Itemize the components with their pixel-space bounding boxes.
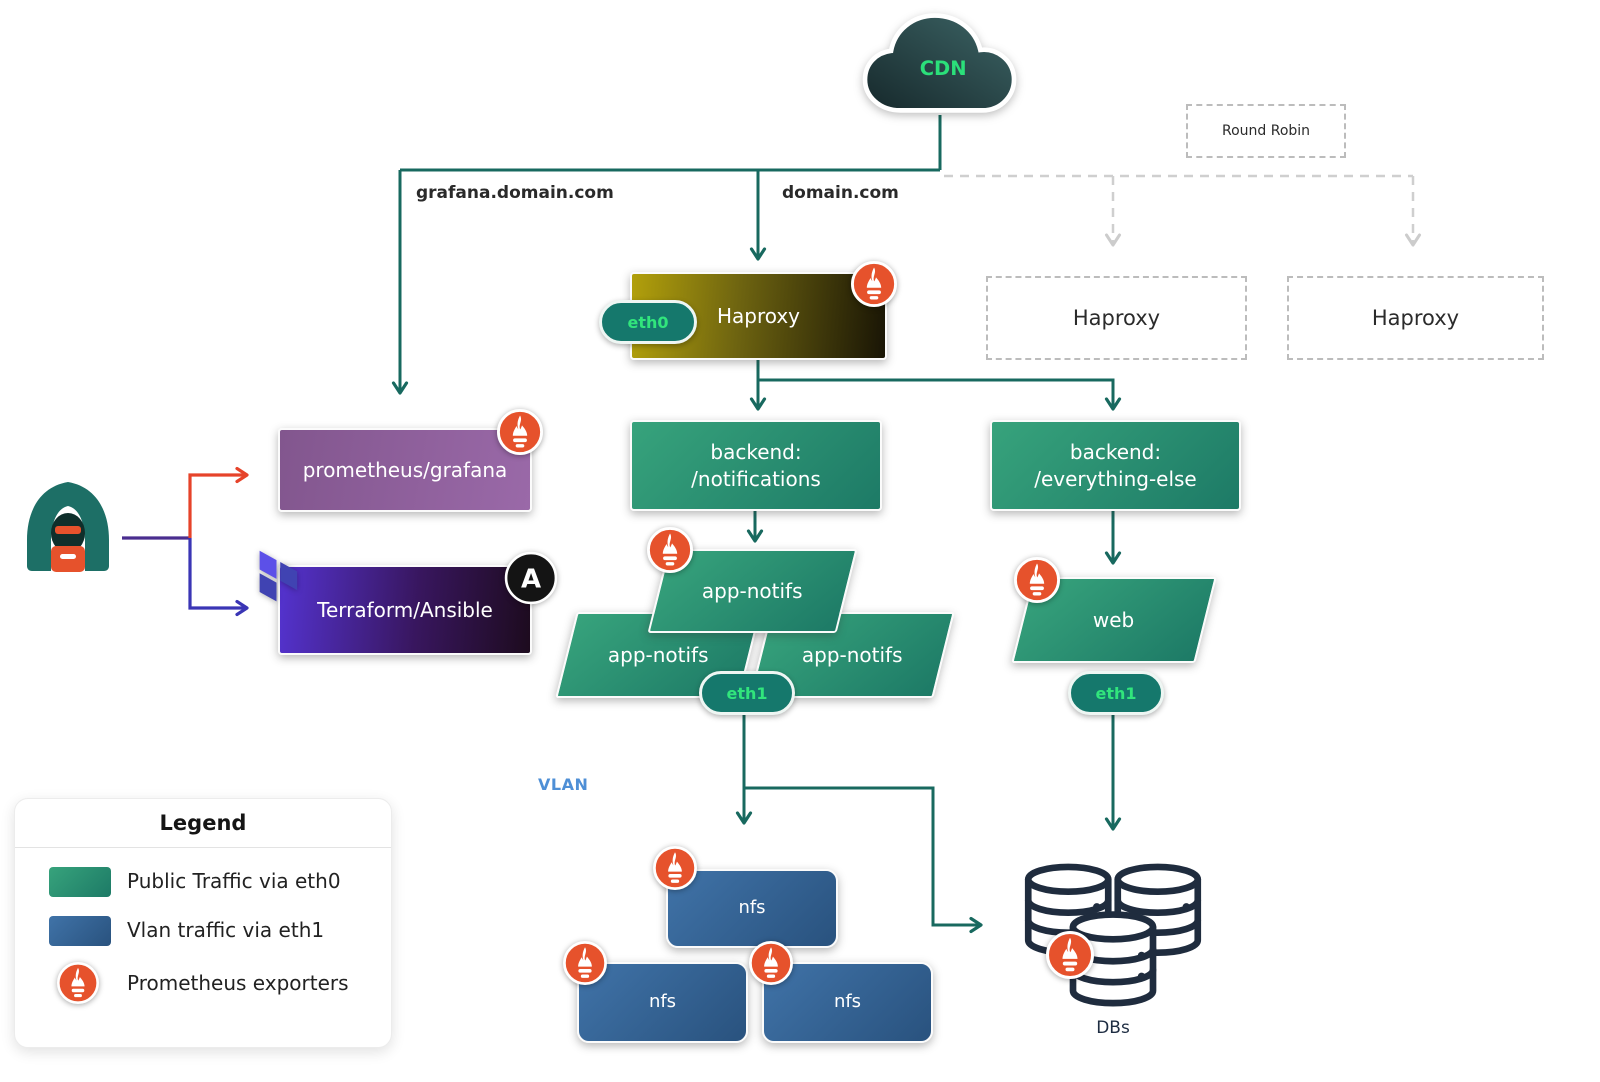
- node-haproxy-backup-2: Haproxy: [1287, 276, 1544, 360]
- edge-label-grafana-domain: grafana.domain.com: [416, 183, 614, 203]
- legend-swatch-eth0: [49, 867, 111, 897]
- prometheus-icon: [851, 261, 897, 307]
- connector-appnotifs-to-dbs: [744, 786, 983, 934]
- node-nfs-2: nfs: [577, 962, 748, 1043]
- app-notifs-1-label: app-notifs: [702, 578, 803, 603]
- eth0-label: eth0: [627, 312, 669, 332]
- vlan-label: VLAN: [538, 775, 589, 794]
- web-label: web: [1093, 607, 1135, 632]
- node-haproxy-main: Haproxy: [630, 272, 887, 360]
- node-nfs-1: nfs: [666, 869, 838, 948]
- eth1-notifs-label: eth1: [726, 683, 768, 703]
- legend-item-vlan-traffic: Vlan traffic via eth1: [127, 918, 325, 942]
- legend-item-public-traffic: Public Traffic via eth0: [127, 869, 341, 893]
- app-notifs-2-label: app-notifs: [607, 642, 709, 667]
- databases-icon: [1024, 863, 1202, 1007]
- prometheus-icon: [1046, 931, 1094, 979]
- haproxy-main-label: Haproxy: [716, 303, 801, 328]
- node-backend-everything-else: backend: /everything-else: [990, 420, 1241, 511]
- round-robin-label: Round Robin: [1221, 123, 1311, 139]
- eth0-pill: eth0: [599, 300, 697, 344]
- eth1-pill-web: eth1: [1068, 671, 1164, 715]
- connector-haproxy-to-everything: [756, 356, 1122, 411]
- prometheus-grafana-label: prometheus/grafana: [302, 457, 508, 482]
- prometheus-icon: [647, 527, 693, 573]
- cdn-label: CDN: [920, 57, 967, 80]
- eth1-pill-notifs: eth1: [699, 671, 795, 715]
- haproxy-backup-2-label: Haproxy: [1371, 306, 1460, 330]
- nfs-1-label: nfs: [738, 897, 766, 919]
- haproxy-backup-1-label: Haproxy: [1072, 306, 1161, 330]
- legend-divider: [15, 847, 391, 848]
- dbs-label: DBs: [1096, 1018, 1130, 1038]
- eth1-web-label: eth1: [1095, 683, 1137, 703]
- legend-title: Legend: [159, 811, 247, 835]
- ansible-logo-icon: A: [504, 551, 558, 605]
- terraform-ansible-label: Terraform/Ansible: [317, 597, 493, 622]
- app-notifs-3-label: app-notifs: [801, 642, 903, 667]
- admin-hacker-icon: [27, 482, 109, 572]
- legend: Legend Public Traffic via eth0 Vlan traf…: [14, 798, 392, 1048]
- nfs-2-label: nfs: [648, 991, 677, 1013]
- prometheus-icon: [563, 941, 607, 985]
- node-prometheus-grafana: prometheus/grafana: [278, 428, 532, 512]
- nfs-3-label: nfs: [833, 991, 862, 1013]
- legend-item-prometheus-exporters: Prometheus exporters: [127, 971, 349, 995]
- prometheus-icon: [653, 846, 697, 890]
- prometheus-icon: [1014, 557, 1060, 603]
- node-haproxy-backup-1: Haproxy: [986, 276, 1247, 360]
- connector-hacker-to-terraform: [188, 538, 249, 617]
- edge-label-domain: domain.com: [782, 183, 899, 203]
- ansible-letter: A: [521, 564, 541, 594]
- prometheus-icon: [749, 941, 793, 985]
- legend-swatch-eth1: [49, 916, 111, 946]
- prometheus-icon: [497, 409, 543, 455]
- node-terraform-ansible: Terraform/Ansible: [278, 565, 532, 655]
- node-nfs-3: nfs: [762, 962, 933, 1043]
- connector-hacker-to-grafana: [188, 466, 249, 538]
- cdn-cloud: CDN: [862, 13, 1017, 113]
- round-robin-box: Round Robin: [1186, 104, 1346, 158]
- backend-notifications-label: backend: /notifications: [691, 439, 821, 491]
- terraform-logo-icon: [259, 550, 298, 602]
- prometheus-icon: [57, 962, 99, 1004]
- backend-everything-else-label: backend: /everything-else: [1034, 439, 1197, 491]
- node-backend-notifications: backend: /notifications: [630, 420, 882, 511]
